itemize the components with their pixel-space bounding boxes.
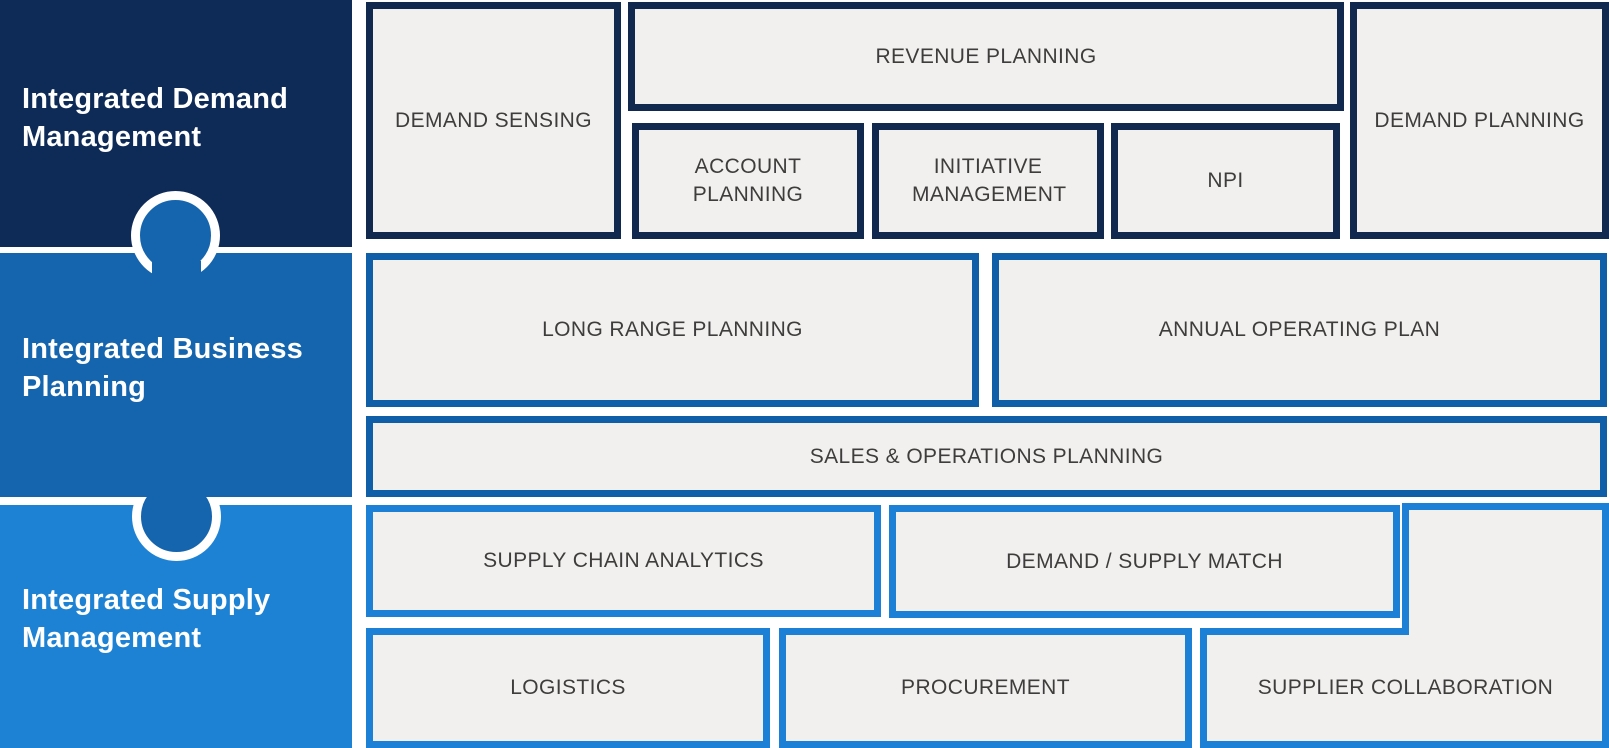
block-integrated-business-planning <box>0 253 352 497</box>
box-supplier-collaboration-seam <box>1402 635 1410 741</box>
box-revenue-planning-label: REVENUE PLANNING <box>875 44 1097 68</box>
box-logistics-label: LOGISTICS <box>510 676 626 699</box>
box-supply-chain-analytics-label: SUPPLY CHAIN ANALYTICS <box>483 549 764 572</box>
box-revenue-planning: REVENUE PLANNING <box>628 2 1344 111</box>
box-sales-operations-planning-label: SALES & OPERATIONS PLANNING <box>809 444 1164 468</box>
box-initiative-management-label: INITIATIVE MANAGEMENT <box>912 155 1067 206</box>
box-demand-supply-match-label: DEMAND / SUPPLY MATCH <box>1006 549 1283 573</box>
box-demand-planning-label: DEMAND PLANNING <box>1374 108 1585 132</box>
box-supplier-collaboration-label: SUPPLIER COLLABORATION <box>1257 676 1554 699</box>
label-integrated-business-planning: Integrated Business Planning <box>22 333 303 403</box>
box-npi-label: NPI <box>1207 169 1244 192</box>
box-demand-supply-match: DEMAND / SUPPLY MATCH <box>889 505 1400 618</box>
puzzle-knob-neck-top <box>152 261 201 287</box>
box-procurement-label: PROCUREMENT <box>901 676 1070 699</box>
box-annual-operating-plan-label: ANNUAL OPERATING PLAN <box>1158 318 1441 341</box>
box-initiative-management: INITIATIVE MANAGEMENT <box>872 123 1104 239</box>
label-integrated-demand-management: Integrated Demand Management <box>22 83 289 153</box>
box-supplier-collaboration-vertical <box>1402 503 1609 748</box>
box-procurement: PROCUREMENT <box>779 628 1192 748</box>
box-demand-sensing-label: DEMAND SENSING <box>395 108 592 132</box>
box-demand-planning: DEMAND PLANNING <box>1350 2 1609 239</box>
box-sales-operations-planning: SALES & OPERATIONS PLANNING <box>366 416 1607 497</box>
box-account-planning: ACCOUNT PLANNING <box>632 123 864 239</box>
box-npi: NPI <box>1111 123 1340 239</box>
box-logistics: LOGISTICS <box>366 628 770 748</box>
box-supplier-collaboration-label-wrap: SUPPLIER COLLABORATION <box>1209 635 1602 741</box>
box-long-range-planning: LONG RANGE PLANNING <box>366 253 979 407</box>
box-supply-chain-analytics: SUPPLY CHAIN ANALYTICS <box>366 505 881 617</box>
box-demand-sensing: DEMAND SENSING <box>366 2 621 239</box>
label-integrated-supply-management: Integrated Supply Management <box>22 584 271 654</box>
box-account-planning-label: ACCOUNT PLANNING <box>692 155 804 206</box>
puzzle-knob-neck-bottom <box>127 466 226 497</box>
box-long-range-planning-label: LONG RANGE PLANNING <box>542 318 803 341</box>
box-annual-operating-plan: ANNUAL OPERATING PLAN <box>992 253 1607 407</box>
